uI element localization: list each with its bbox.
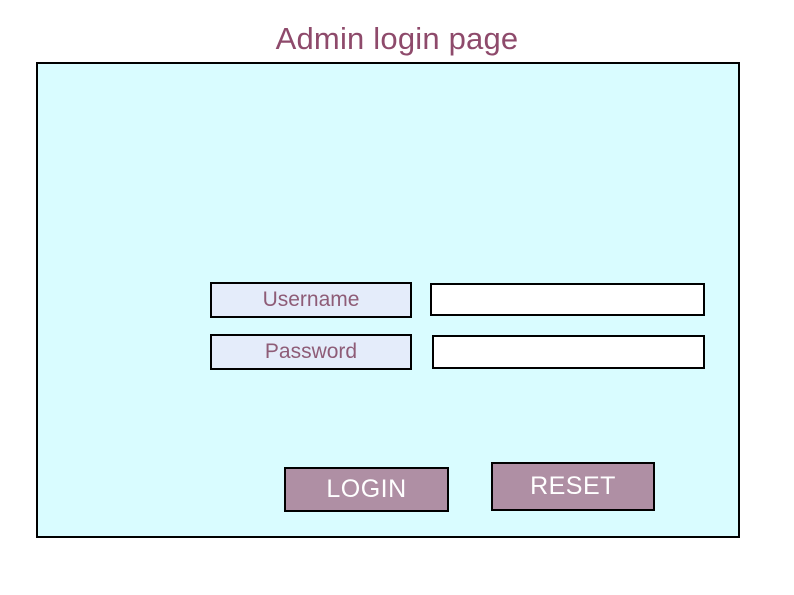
page-title: Admin login page [275, 21, 519, 56]
password-input[interactable] [432, 335, 705, 369]
password-label: Password [210, 334, 412, 370]
login-button[interactable]: LOGIN [284, 467, 449, 512]
username-input[interactable] [430, 283, 705, 316]
username-label: Username [210, 282, 412, 318]
login-panel: Username Password LOGIN RESET [36, 62, 740, 538]
reset-button[interactable]: RESET [491, 462, 655, 511]
